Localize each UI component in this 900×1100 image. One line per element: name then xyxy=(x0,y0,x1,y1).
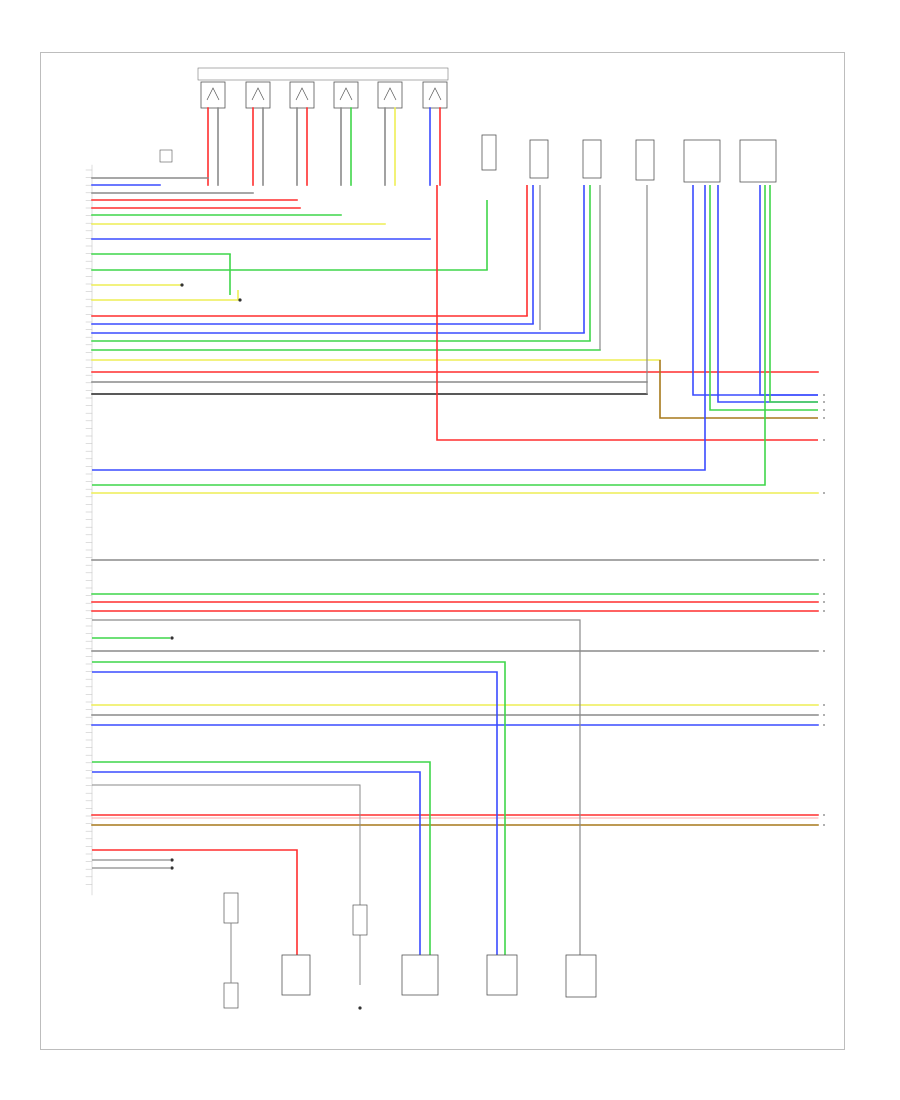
wire-right xyxy=(717,185,818,403)
wire-drop xyxy=(92,849,298,985)
wire-right xyxy=(709,185,818,411)
relay-bus xyxy=(197,67,449,81)
top-component xyxy=(529,139,549,179)
terminal-dot xyxy=(823,401,825,403)
terminal-dot xyxy=(823,409,825,411)
wire-drop xyxy=(92,761,431,985)
terminal-dot xyxy=(823,650,825,652)
wire-right xyxy=(692,185,818,396)
terminal-dot xyxy=(823,593,825,595)
junction-dot xyxy=(170,866,174,870)
relay-box xyxy=(245,81,271,109)
terminal-dot xyxy=(823,704,825,706)
sensor-box xyxy=(223,982,239,1009)
wire-drop xyxy=(92,661,506,985)
wire-drop xyxy=(92,771,421,985)
terminal-dot xyxy=(823,601,825,603)
top-component xyxy=(635,139,655,181)
wire-drop xyxy=(92,671,498,985)
terminal-dot xyxy=(823,439,825,441)
relay-symbol xyxy=(383,87,397,101)
top-component xyxy=(739,139,777,183)
relay-box xyxy=(422,81,448,109)
wire-right xyxy=(759,185,818,396)
terminal-dot xyxy=(823,814,825,816)
terminal-dot xyxy=(823,492,825,494)
junction-dot xyxy=(170,636,174,640)
relay-box xyxy=(333,81,359,109)
junction-dot xyxy=(238,298,242,302)
relay-box xyxy=(377,81,403,109)
wire-right xyxy=(92,185,706,471)
bottom-component xyxy=(401,954,439,996)
sensor-box xyxy=(352,904,368,936)
sensor-box xyxy=(223,892,239,924)
relay-symbol xyxy=(251,87,265,101)
terminal-dot xyxy=(823,610,825,612)
terminal-dot xyxy=(823,824,825,826)
junction-dot xyxy=(180,283,184,287)
relay-symbol xyxy=(206,87,220,101)
terminal-dot xyxy=(823,559,825,561)
terminal-dot xyxy=(823,417,825,419)
relay-symbol xyxy=(295,87,309,101)
bottom-component xyxy=(281,954,311,996)
relay-symbol xyxy=(428,87,442,101)
relay-box xyxy=(200,81,226,109)
top-component xyxy=(481,134,497,171)
diagram-frame xyxy=(40,52,845,1050)
ground-dot xyxy=(358,1006,362,1010)
top-component xyxy=(582,139,602,179)
bottom-component xyxy=(486,954,518,996)
top-component xyxy=(683,139,721,183)
terminal-dot xyxy=(823,394,825,396)
junction-dot xyxy=(170,858,174,862)
terminal-dot xyxy=(823,724,825,726)
wire-right xyxy=(436,185,818,441)
fuse-box xyxy=(159,149,173,163)
wire-right xyxy=(92,185,766,486)
wire-drop xyxy=(92,619,581,985)
wire-right xyxy=(769,185,818,403)
relay-symbol xyxy=(339,87,353,101)
terminal-dot xyxy=(823,714,825,716)
relay-box xyxy=(289,81,315,109)
bottom-component xyxy=(565,954,597,998)
